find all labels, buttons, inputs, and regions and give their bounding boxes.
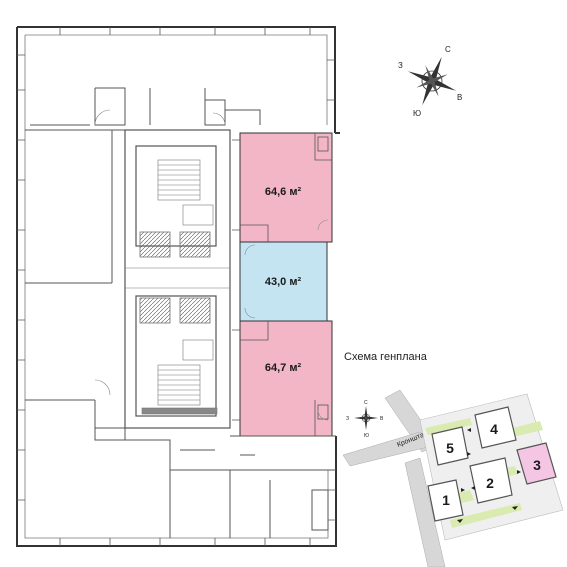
siteplan-compass: С В Ю З xyxy=(346,400,384,439)
siteplan-entrance-markers xyxy=(457,428,521,523)
compass-west-label: З xyxy=(398,61,403,70)
bathroom-details xyxy=(232,133,332,436)
compass-south-label: Ю xyxy=(413,109,421,118)
apartment-unit-2[interactable]: 43,0 м² xyxy=(239,241,328,322)
siteplan-building-3[interactable]: 3 xyxy=(516,442,557,485)
left-partitions xyxy=(25,87,261,401)
compass-rose: С В Ю З xyxy=(398,45,462,118)
central-core xyxy=(124,129,231,429)
apartment-unit-3[interactable]: 64,7 м² xyxy=(239,320,333,437)
siteplan-building-4[interactable]: 4 xyxy=(474,406,517,449)
siteplan-compass-east: В xyxy=(380,416,384,422)
building-5-number: 5 xyxy=(446,440,454,456)
floor-plan: 64,6 м² 43,0 м² 64,7 м² xyxy=(16,26,340,547)
lift-hall xyxy=(125,267,230,324)
stairs-bottom xyxy=(141,339,218,415)
lower-area xyxy=(94,400,336,538)
building-1-number: 1 xyxy=(442,492,450,508)
stairs-top xyxy=(139,159,214,258)
door-swings xyxy=(94,109,329,421)
siteplan-building-2[interactable]: 2 xyxy=(469,457,513,504)
siteplan-map: Кронштадский бул. 5 4 3 2 xyxy=(342,389,564,567)
windows xyxy=(17,27,336,546)
apartment-unit-1[interactable]: 64,6 м² xyxy=(239,132,333,243)
unit-3-area-label: 64,7 м² xyxy=(265,362,302,374)
siteplan-building-5[interactable]: 5 xyxy=(431,426,469,466)
outer-walls xyxy=(16,26,340,547)
siteplan-title: Схема генплана xyxy=(344,351,428,363)
building-2-number: 2 xyxy=(486,475,494,491)
compass-north-label: С xyxy=(445,45,451,54)
siteplan-compass-west: З xyxy=(346,416,349,422)
siteplan-building-1[interactable]: 1 xyxy=(427,479,464,522)
building-3-number: 3 xyxy=(533,457,541,473)
siteplan-compass-north: С xyxy=(364,400,368,406)
siteplan-compass-south: Ю xyxy=(364,433,369,439)
compass-east-label: В xyxy=(457,93,462,102)
unit-2-area-label: 43,0 м² xyxy=(265,276,302,288)
unit-1-area-label: 64,6 м² xyxy=(265,186,302,198)
building-4-number: 4 xyxy=(490,421,498,437)
